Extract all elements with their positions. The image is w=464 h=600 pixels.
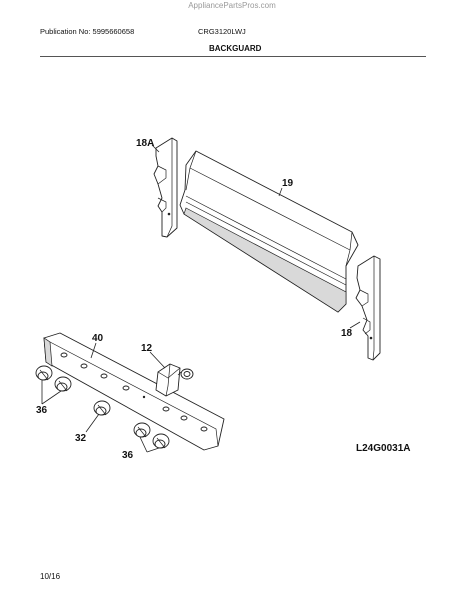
- callout-18a: 18A: [136, 138, 154, 149]
- control-knob-36-right-1: [133, 422, 151, 438]
- control-knob-32: [93, 400, 111, 416]
- backguard-panel-19: [179, 150, 359, 313]
- end-cap-right-18: [355, 255, 381, 361]
- control-panel-40: [43, 332, 225, 451]
- callout-36-right: 36: [122, 450, 134, 461]
- callout-40: 40: [92, 333, 104, 344]
- section-title: BACKGUARD: [209, 44, 262, 53]
- leader-lines: [41, 144, 361, 453]
- callout-32: 32: [75, 433, 87, 444]
- figure-code: L24G0031A: [356, 443, 411, 454]
- watermark: AppliancePartsPros.com: [188, 1, 276, 10]
- callout-18: 18: [341, 328, 353, 339]
- control-knob-36-left-2: [54, 376, 72, 392]
- end-cap-left-18a: [153, 137, 178, 238]
- model-number: CRG3120LWJ: [198, 27, 246, 36]
- callout-12: 12: [141, 343, 153, 354]
- publication-number: Publication No: 5995660658: [40, 27, 135, 36]
- callout-19: 19: [282, 178, 294, 189]
- page-number: 10/16: [40, 572, 61, 581]
- control-knob-36-left-1: [35, 365, 53, 381]
- callout-36-left: 36: [36, 405, 48, 416]
- control-knob-36-right-2: [152, 433, 170, 449]
- switch-assembly-12: [155, 363, 194, 397]
- header-divider: [40, 56, 426, 57]
